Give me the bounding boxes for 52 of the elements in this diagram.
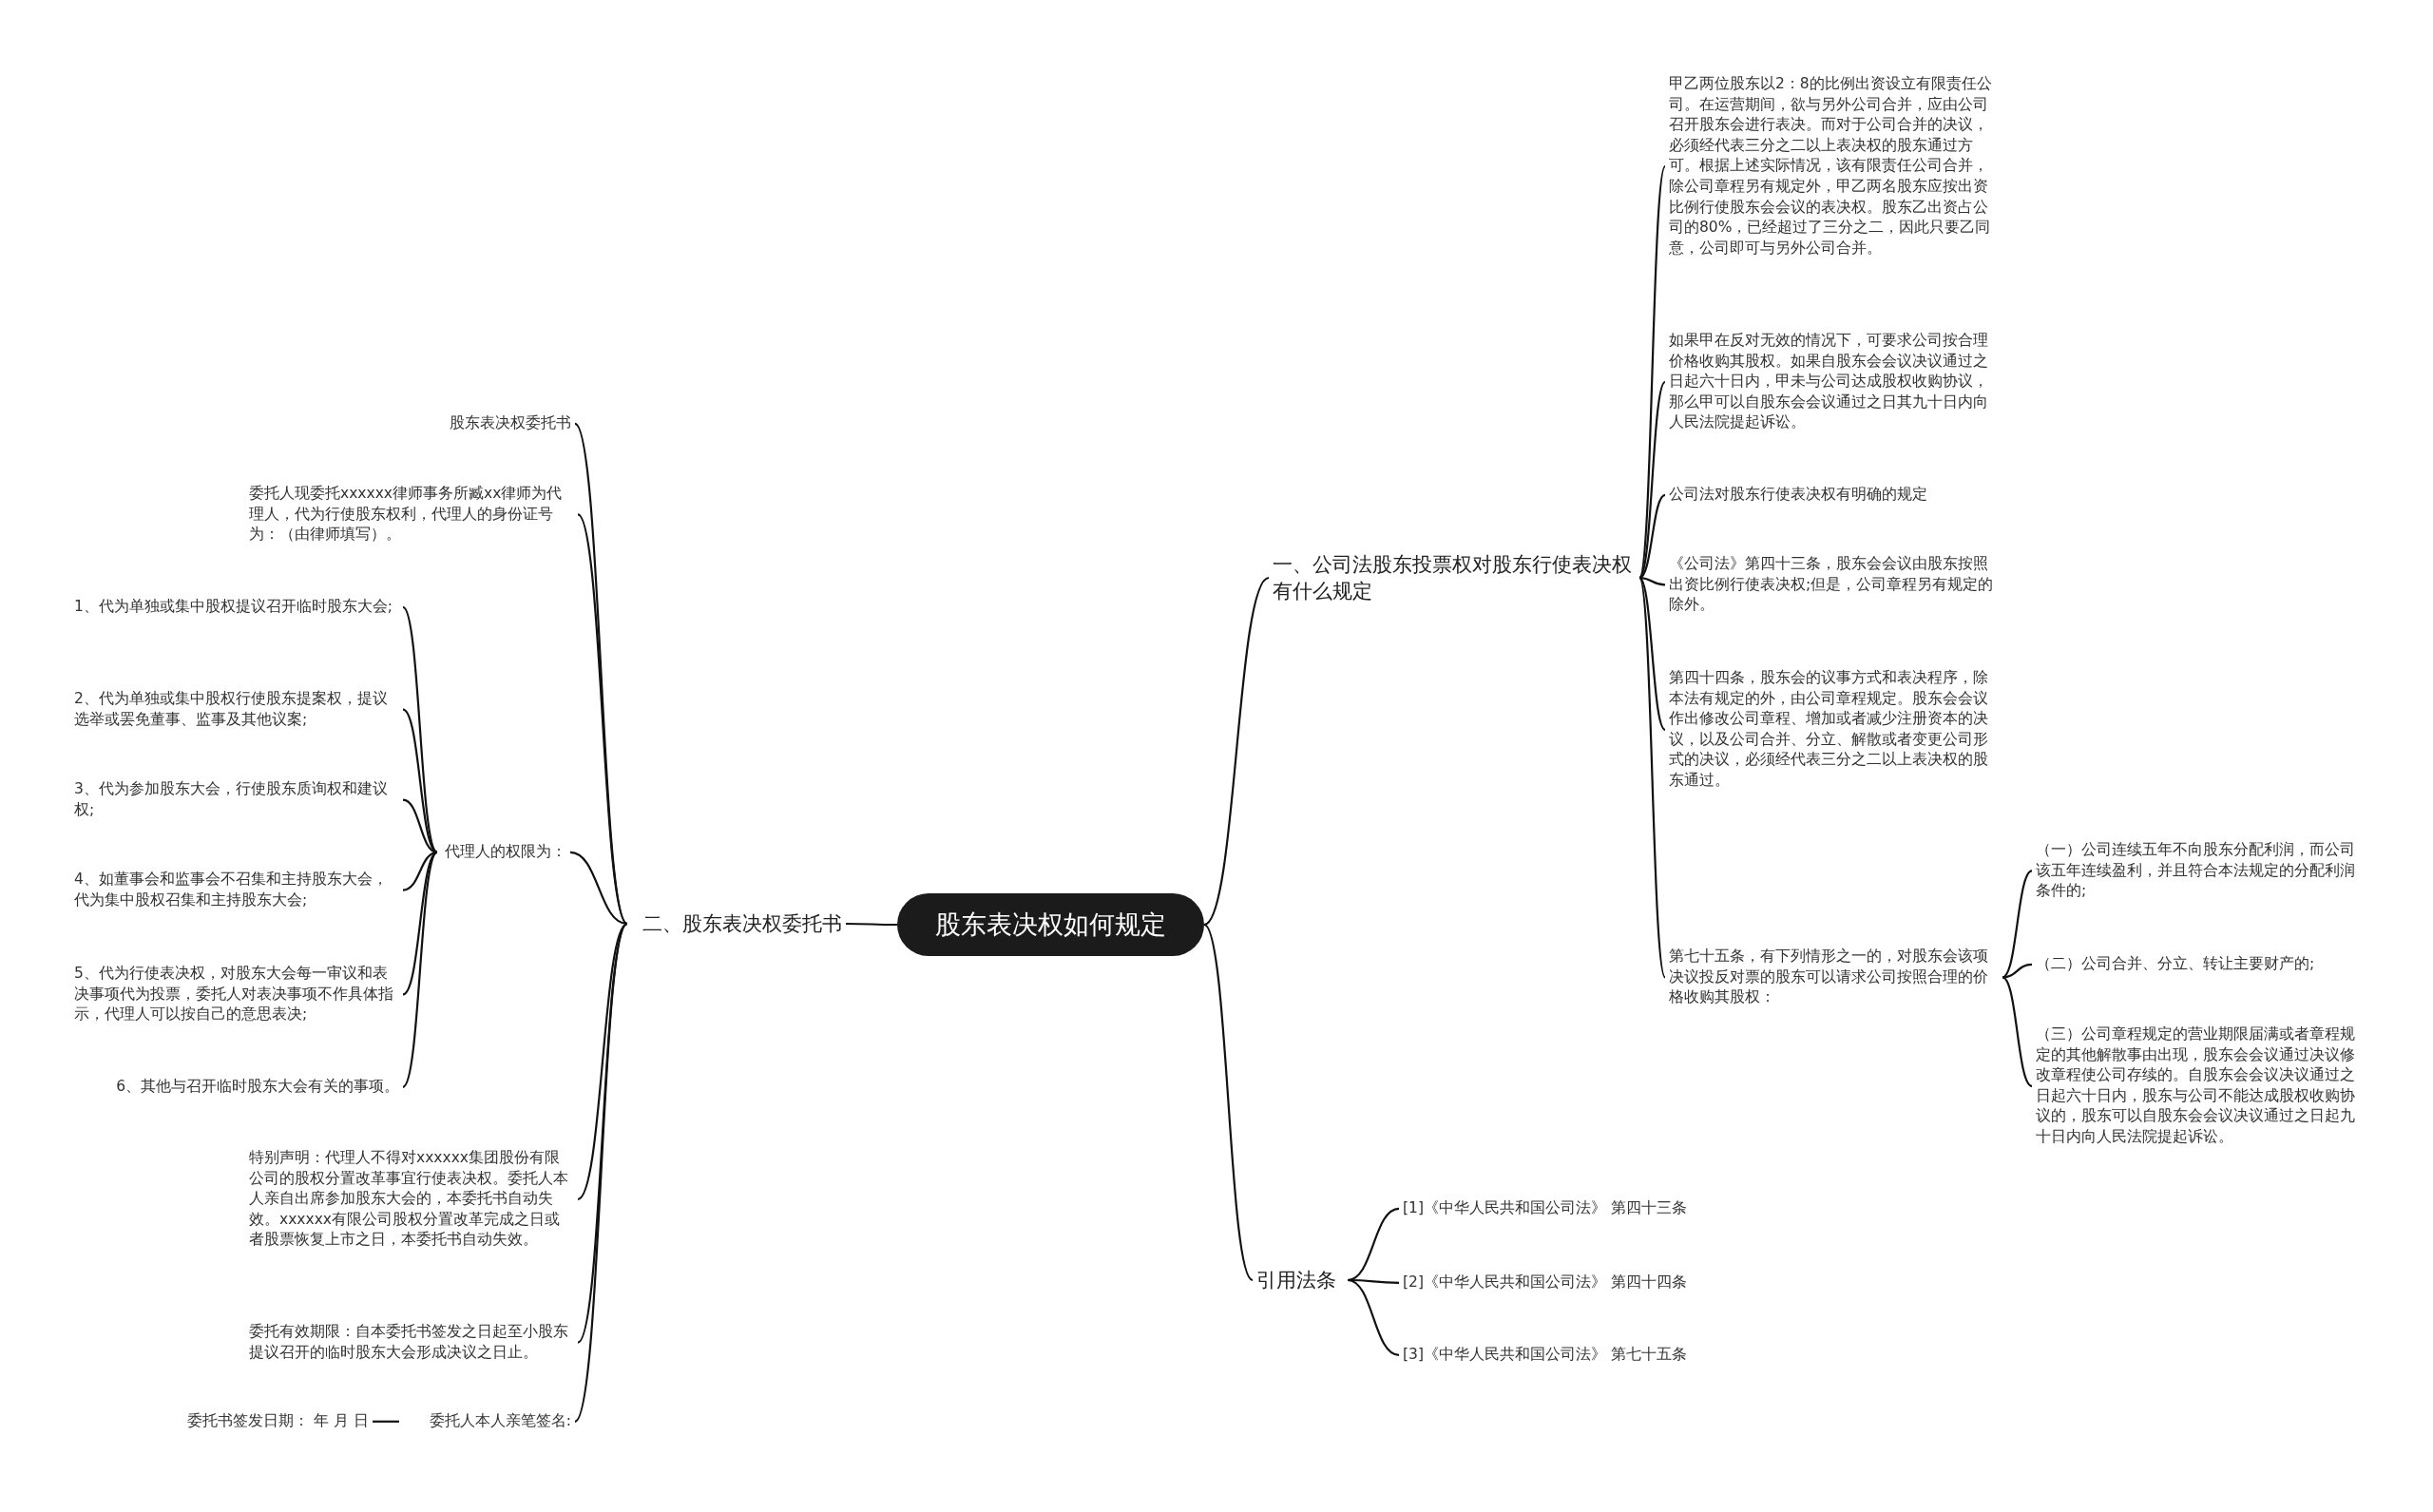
connector-line — [2002, 976, 2033, 1087]
topic-text: 2、代为单独或集中股权行使股东提案权，提议选举或罢免董事、监事及其他议案; — [70, 689, 403, 731]
connector-line — [373, 1420, 399, 1423]
connector-line — [1347, 1207, 1400, 1282]
connector-line — [1638, 381, 1666, 579]
topic-text: 公司法对股东行使表决权有明确的规定 — [1665, 485, 2002, 506]
topic-text: 代理人的权限为： — [437, 842, 570, 863]
connector-line — [846, 922, 897, 927]
connector-line — [402, 852, 438, 1088]
topic-text: （二）公司合并、分立、转让主要财产的; — [2032, 954, 2365, 975]
topic-text: 第四十四条，股东会的议事方式和表决程序，除本法有规定的外，由公司章程规定。股东会会议作出修改公司章程、增加或者减少注册资本的决议，以及公司合并、分立、解散或者变更公司形式的决议，必须经代表三分之二以上表决权的股东通过。 — [1665, 668, 2002, 792]
topic-text: 甲乙两位股东以2：8的比例出资设立有限责任公司。在运营期间，欲与另外公司合并，应由公司召开股东会进行表决。而对于公司合并的决议，必须经代表三分之二以上表决权的股东通过方可。根据上述实际情况，该有限责任公司合并，除公司章程另有规定外，甲乙两名股东应按出资比例行使股东会会议的表决权。股东乙出资占公司的80%，已经超过了三分之二，因此只要乙同意，公司即可与另外公司合并。 — [1665, 74, 2002, 259]
topic-text: （一）公司连续五年不向股东分配利润，而公司该五年连续盈利，并且符合本法规定的分配利润条件的; — [2032, 840, 2365, 902]
connector-line — [2002, 870, 2033, 979]
topic-text: （三）公司章程规定的营业期限届满或者章程规定的其他解散事由出现，股东会会议通过决议修改章程使公司存续的。自股东会会议决议通过之日起六十日内，股东与公司不能达成股权收购协议的，股东可以自股东会会议决议通过之日起九十日内向人民法院提起诉讼。 — [2032, 1024, 2365, 1148]
connector-line — [1638, 577, 1667, 978]
topic-text: 1、代为单独或集中股权提议召开临时股东大会; — [70, 597, 403, 618]
topic-text: 委托书签发日期： 年 月 日 — [162, 1411, 373, 1432]
topic-text: 4、如董事会和监事会不召集和主持股东大会，代为集中股权召集和主持股东大会; — [70, 870, 403, 911]
topic-text: 第七十五条，有下列情形之一的，对股东会该项决议投反对票的股东可以请求公司按照合理的价格收购其股权： — [1665, 947, 2002, 1008]
topic-text: [3]《中华人民共和国公司法》 第七十五条 — [1399, 1345, 1713, 1366]
branch-topic: 二、股东表决权委托书 — [627, 910, 846, 937]
connector-line — [1638, 576, 1666, 586]
connector-line — [402, 606, 438, 853]
branch-topic: 一、公司法股东投票权对股东行使表决权有什么规定 — [1269, 551, 1639, 604]
connector-line — [1203, 924, 1254, 1281]
connector-line — [577, 513, 628, 925]
connector-line — [402, 708, 438, 853]
topic-text: 5、代为行使表决权，对股东大会每一审议和表决事项代为投票，委托人对表决事项不作具体指示，代理人可以按自己的意思表决; — [70, 964, 403, 1025]
root-topic: 股东表决权如何规定 — [897, 893, 1204, 956]
topic-text: 委托人本人亲笔签名: — [399, 1411, 575, 1432]
connector-line — [1638, 577, 1666, 731]
topic-text: 委托有效期限：自本委托书签发之日起至小股东提议召开的临时股东大会形成决议之日止。 — [245, 1322, 578, 1364]
connector-line — [569, 851, 628, 926]
connector-line — [402, 798, 438, 853]
connector-line — [1638, 165, 1667, 579]
topic-text: 3、代为参加股东大会，行使股东质询权和建议权; — [70, 779, 403, 821]
topic-text: 委托人现委托xxxxxx律师事务所臧xx律师为代理人，代为行使股东权利，代理人的身份证号为：（由律师填写）。 — [245, 484, 578, 545]
topic-text: 如果甲在反对无效的情况下，可要求公司按合理价格收购其股权。如果自股东会会议决议通过之日起六十日内，甲未与公司达成股权收购协议，那么甲可以自股东会会议通过之日其九十日内向人民法院提起诉讼。 — [1665, 331, 2002, 433]
connector-line — [2002, 963, 2033, 979]
connector-line — [1638, 493, 1666, 579]
topic-text: 股东表决权委托书 — [418, 413, 575, 434]
topic-text: 《公司法》第四十三条，股东会会议由股东按照出资比例行使表决权;但是，公司章程另有规定的除外。 — [1665, 554, 2002, 616]
connector-line — [402, 851, 438, 891]
connector-line — [1347, 1278, 1400, 1356]
connector-line — [574, 923, 628, 1423]
topic-text: 特别声明：代理人不得对xxxxxx集团股份有限公司的股权分置改革事宜行使表决权。委托人本人亲自出席参加股东大会的，本委托书自动失效。xxxxxx有限公司股权分置改革完成之日或者股票恢复上市之日，本委托书自动失效。 — [245, 1148, 578, 1251]
topic-text: [1]《中华人民共和国公司法》 第四十三条 — [1399, 1198, 1713, 1219]
topic-text: 6、其他与召开临时股东大会有关的事项。 — [70, 1077, 403, 1098]
topic-text: [2]《中华人民共和国公司法》 第四十四条 — [1399, 1273, 1713, 1293]
connector-line — [1203, 577, 1270, 926]
branch-topic: 引用法条 — [1253, 1267, 1348, 1293]
